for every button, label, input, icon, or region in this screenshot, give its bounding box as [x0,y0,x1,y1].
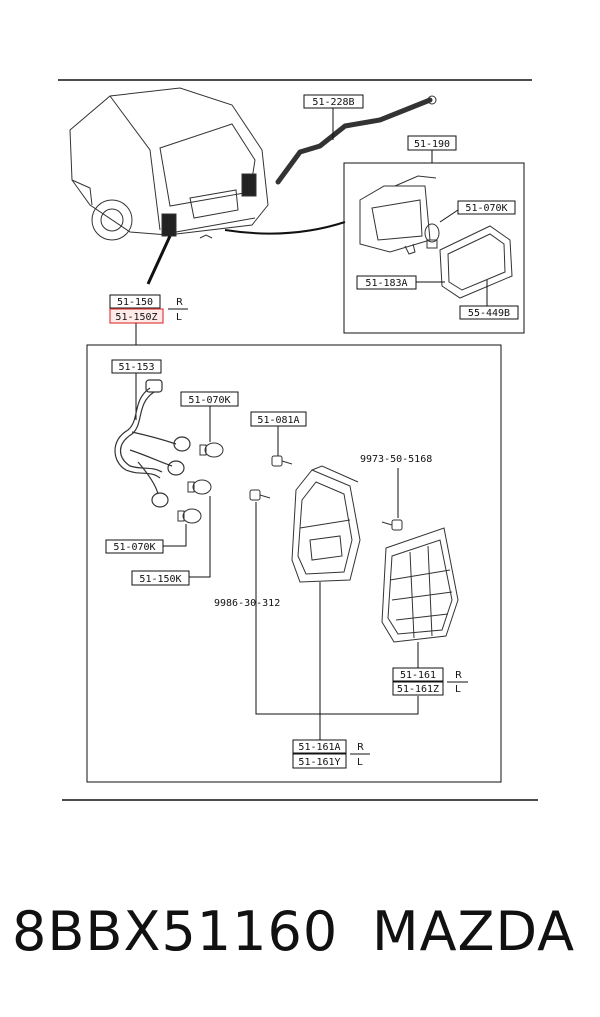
mark-body-left: L [357,757,363,768]
leader-bulb-lower [163,524,187,547]
label-box-socket [131,570,190,586]
label-screw-left: 9986-30-312 [214,598,280,609]
bulb-drawings [177,442,224,524]
side-lamp-housing [359,175,437,255]
label-box-side-bulb [457,200,516,215]
label-screw-right: 9973-50-5168 [360,454,432,465]
lamp-lens-drawing [381,527,459,643]
tail-lamp-box [86,344,502,783]
leader-socket [189,496,211,578]
label-side-lens: 51-183A [365,278,407,289]
label-screw-top: 51-081A [257,415,299,426]
label-side-gasket: 55-449B [468,308,510,319]
label-lens-left: 51-161Z [397,684,439,695]
mark-body-right: R [357,742,364,753]
leader-screw-left [255,502,419,715]
label-box-body-right [292,739,347,754]
label-side-unit: 51-190 [414,139,450,150]
label-socket: 51-150K [139,574,181,585]
label-body-right: 51-161A [298,742,340,753]
bar-bracket [275,97,433,185]
mark-assembly-right: R [176,297,183,308]
label-side-bulb: 51-070K [465,203,507,214]
part-number: 8BBX51160 [12,900,339,963]
label-bulb-lower: 51-070K [113,542,155,553]
harness-drawing [114,379,191,508]
mark-lens-right: R [455,670,462,681]
label-body-left: 51-161Y [298,757,340,768]
pointer-side-lamp [224,221,346,235]
mark-lens-left: L [455,684,461,695]
label-assembly-left: 51-150Z [115,312,157,323]
mark-assembly-left: L [176,312,182,323]
label-box-side-lens [356,275,417,290]
label-box-side-gasket [459,305,519,320]
label-harness: 51-153 [118,362,154,373]
footer: 8BBX51160 MAZDA [0,900,600,980]
label-box-body-left [292,753,347,769]
pointer-tail-lamp [146,235,172,285]
screw-drawings [249,455,403,531]
side-bulb-drawing [424,223,440,249]
side-lamp-box [343,162,525,334]
lamp-body-drawing [291,465,361,583]
label-box-bar [303,94,364,109]
leader-side-bulb [439,209,459,223]
label-box-lens-left [392,681,444,696]
label-box-side-unit [407,135,457,151]
brand-name: MAZDA [372,900,576,963]
label-bulb-top: 51-070K [188,395,230,406]
label-bar: 51-228B [312,97,354,108]
vehicle-illustration [69,87,269,241]
label-lens-right: 51-161 [400,670,436,681]
label-box-lens-right [392,667,444,682]
label-assembly-right: 51-150 [117,297,153,308]
side-lens-drawing [439,225,513,299]
label-box-assembly-right [109,294,161,309]
